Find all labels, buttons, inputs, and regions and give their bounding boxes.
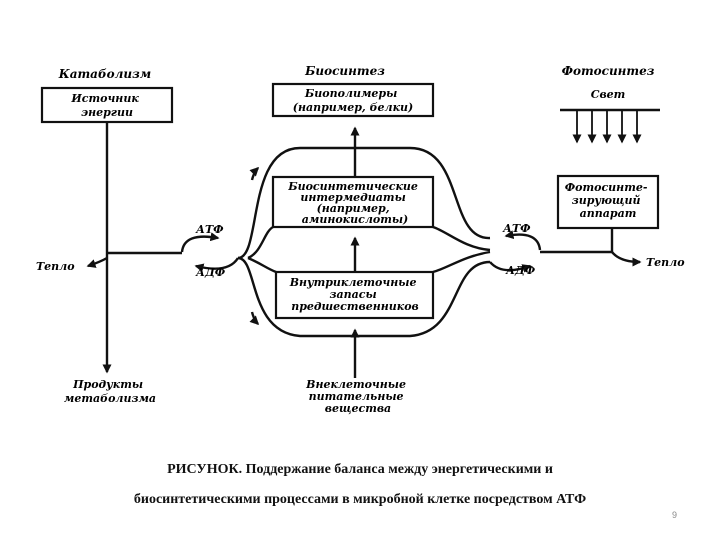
catabolism-header: Катаболизм [58, 67, 151, 81]
heat-label-right: Тепло [646, 256, 685, 269]
photosynthesis-header: Фотосинтез [562, 64, 655, 78]
atp-cycle-left-bottom [194, 257, 240, 273]
metabolic-products-label: Продукты метаболизма [64, 378, 156, 405]
heat-label-left: Тепло [36, 260, 75, 273]
energy-loop-arrow-top [249, 166, 260, 181]
biopolymers-label: Биополимеры (например, белки) [293, 87, 413, 114]
energy-loop-arrow-bottom [249, 311, 260, 326]
light-label: Свет [591, 88, 626, 101]
intermediates-label: Биосинтетические интермедиаты (например,… [287, 180, 422, 226]
energy-source-label: Источник энергии [70, 92, 142, 119]
atp-label-right: АТФ [502, 222, 531, 235]
energy-loop-right-upper [432, 225, 491, 252]
photosynthetic-apparatus-label: Фотосинте- зирующий аппарат [565, 181, 652, 220]
atp-cycle-right-top [504, 230, 542, 251]
adp-label-right: АДФ [505, 264, 536, 277]
heat-arrow-right [611, 251, 642, 267]
energy-loop-bottom [237, 256, 491, 338]
atp-cycle-left-top [180, 232, 220, 253]
energy-loop-right-lower [432, 250, 491, 274]
biosynthesis-header: Биосинтез [304, 64, 385, 78]
atp-label-left: АТФ [195, 223, 224, 236]
energy-loop-mid-upper [247, 225, 274, 260]
page-number: 9 [672, 510, 678, 520]
caption-line-1: РИСУНОК. Поддержание баланса между энерг… [167, 462, 553, 477]
energy-loop-mid-lower [247, 256, 277, 274]
figure-caption: РИСУНОК. Поддержание баланса между энерг… [0, 455, 720, 515]
heat-arrow-left [86, 256, 108, 268]
caption-line-2: биосинтетическими процессами в микробной… [133, 492, 587, 507]
atp-cycle-right-bottom [489, 261, 532, 273]
energy-source-box [40, 86, 174, 124]
biopolymers-box [271, 82, 435, 118]
intermediates-box [271, 175, 435, 229]
extracellular-nutrients-label: Внеклеточные питательные вещества [305, 378, 410, 415]
adp-label-left: АДФ [195, 266, 226, 279]
photosynthetic-apparatus-box [556, 174, 660, 230]
precursor-pools-label: Внутриклеточные запасы предшественников [289, 276, 421, 313]
energy-loop-top [237, 146, 491, 260]
